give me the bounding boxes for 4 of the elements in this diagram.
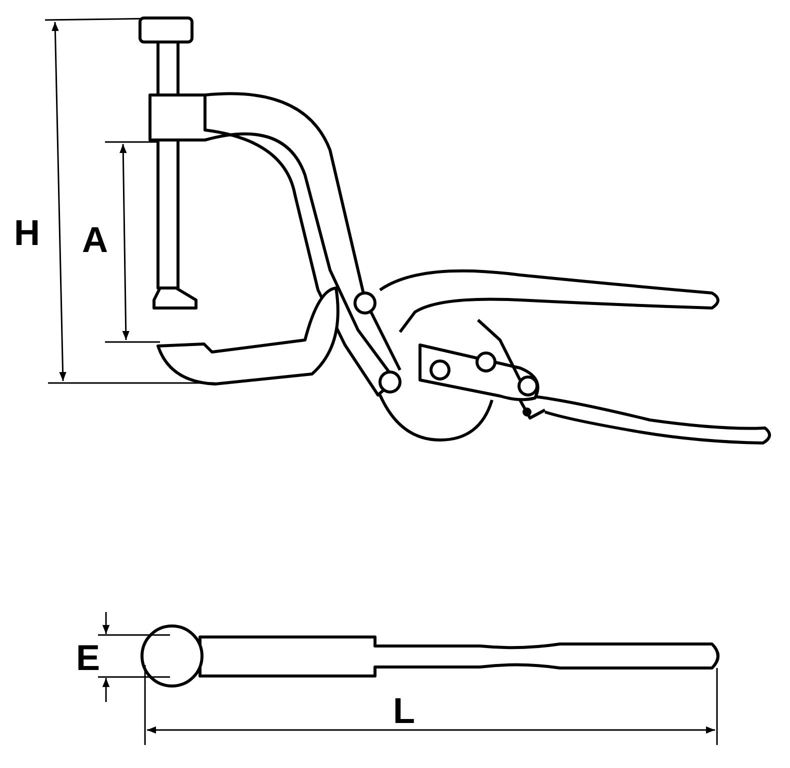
dimension-label: H: [14, 215, 40, 251]
dimension-label: E: [76, 640, 100, 676]
dimension-label: L: [393, 693, 415, 729]
dimension-label: A: [82, 222, 108, 258]
